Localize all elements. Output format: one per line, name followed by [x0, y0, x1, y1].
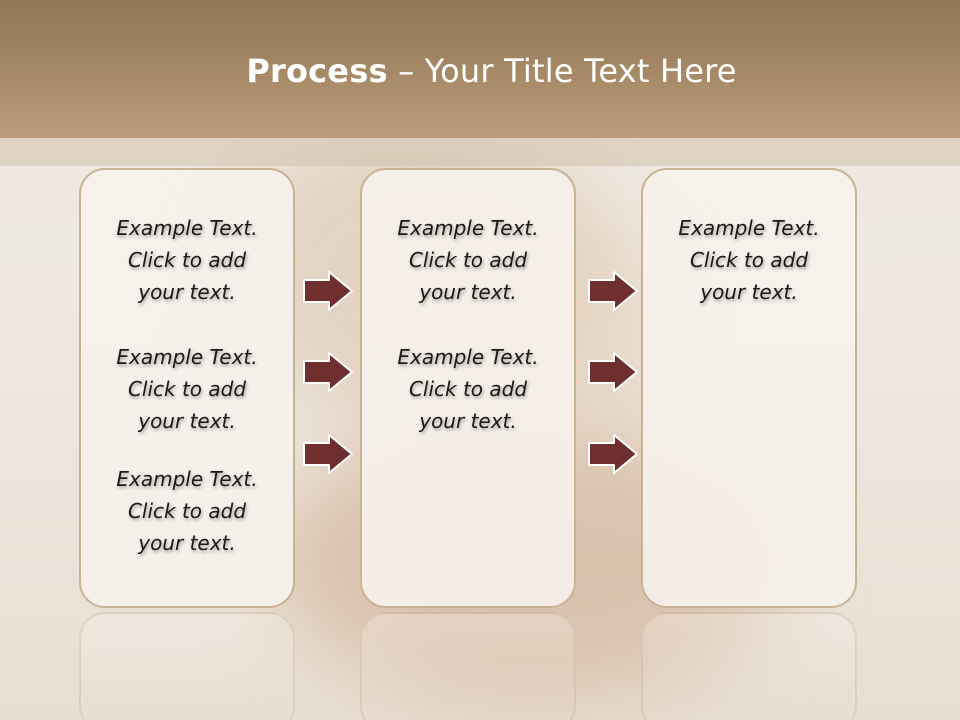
text-line: Example Text. [678, 216, 820, 240]
text-placeholder[interactable]: Example Text. Click to add your text. [643, 212, 855, 308]
right-arrow-icon[interactable] [302, 351, 354, 393]
right-arrow-icon[interactable] [587, 351, 639, 393]
text-line: Example Text. [116, 467, 258, 491]
process-box-1[interactable]: Example Text. Click to add your text. Ex… [79, 168, 295, 608]
text-placeholder[interactable]: Example Text. Click to add your text. [362, 341, 574, 437]
right-arrow-icon[interactable] [302, 270, 354, 312]
title-text: – Your Title Text Here [398, 52, 737, 90]
text-line: Example Text. [397, 345, 539, 369]
box-reflection [79, 612, 295, 720]
text-line: your text. [419, 280, 517, 304]
process-box-2[interactable]: Example Text. Click to add your text. Ex… [360, 168, 576, 608]
right-arrow-icon[interactable] [302, 433, 354, 475]
text-line: Click to add [408, 377, 528, 401]
text-line: Example Text. [116, 345, 258, 369]
text-placeholder[interactable]: Example Text. Click to add your text. [81, 341, 293, 437]
text-line: your text. [419, 409, 517, 433]
title-bold: Process [246, 52, 388, 90]
text-line: your text. [138, 409, 236, 433]
right-arrow-icon[interactable] [587, 433, 639, 475]
text-line: Example Text. [116, 216, 258, 240]
right-arrow-icon[interactable] [587, 270, 639, 312]
text-line: Click to add [127, 248, 247, 272]
text-line: your text. [138, 280, 236, 304]
text-placeholder[interactable]: Example Text. Click to add your text. [81, 463, 293, 559]
text-line: Click to add [127, 377, 247, 401]
text-line: Example Text. [397, 216, 539, 240]
process-box-3[interactable]: Example Text. Click to add your text. [641, 168, 857, 608]
text-placeholder[interactable]: Example Text. Click to add your text. [362, 212, 574, 308]
text-line: Click to add [408, 248, 528, 272]
text-placeholder[interactable]: Example Text. Click to add your text. [81, 212, 293, 308]
text-line: your text. [138, 531, 236, 555]
slide-title[interactable]: Process – Your Title Text Here [0, 52, 960, 90]
title-bar [0, 0, 960, 138]
title-bar-strip [0, 138, 960, 166]
box-reflection [641, 612, 857, 720]
box-reflection [360, 612, 576, 720]
text-line: Click to add [689, 248, 809, 272]
text-line: Click to add [127, 499, 247, 523]
text-line: your text. [700, 280, 798, 304]
